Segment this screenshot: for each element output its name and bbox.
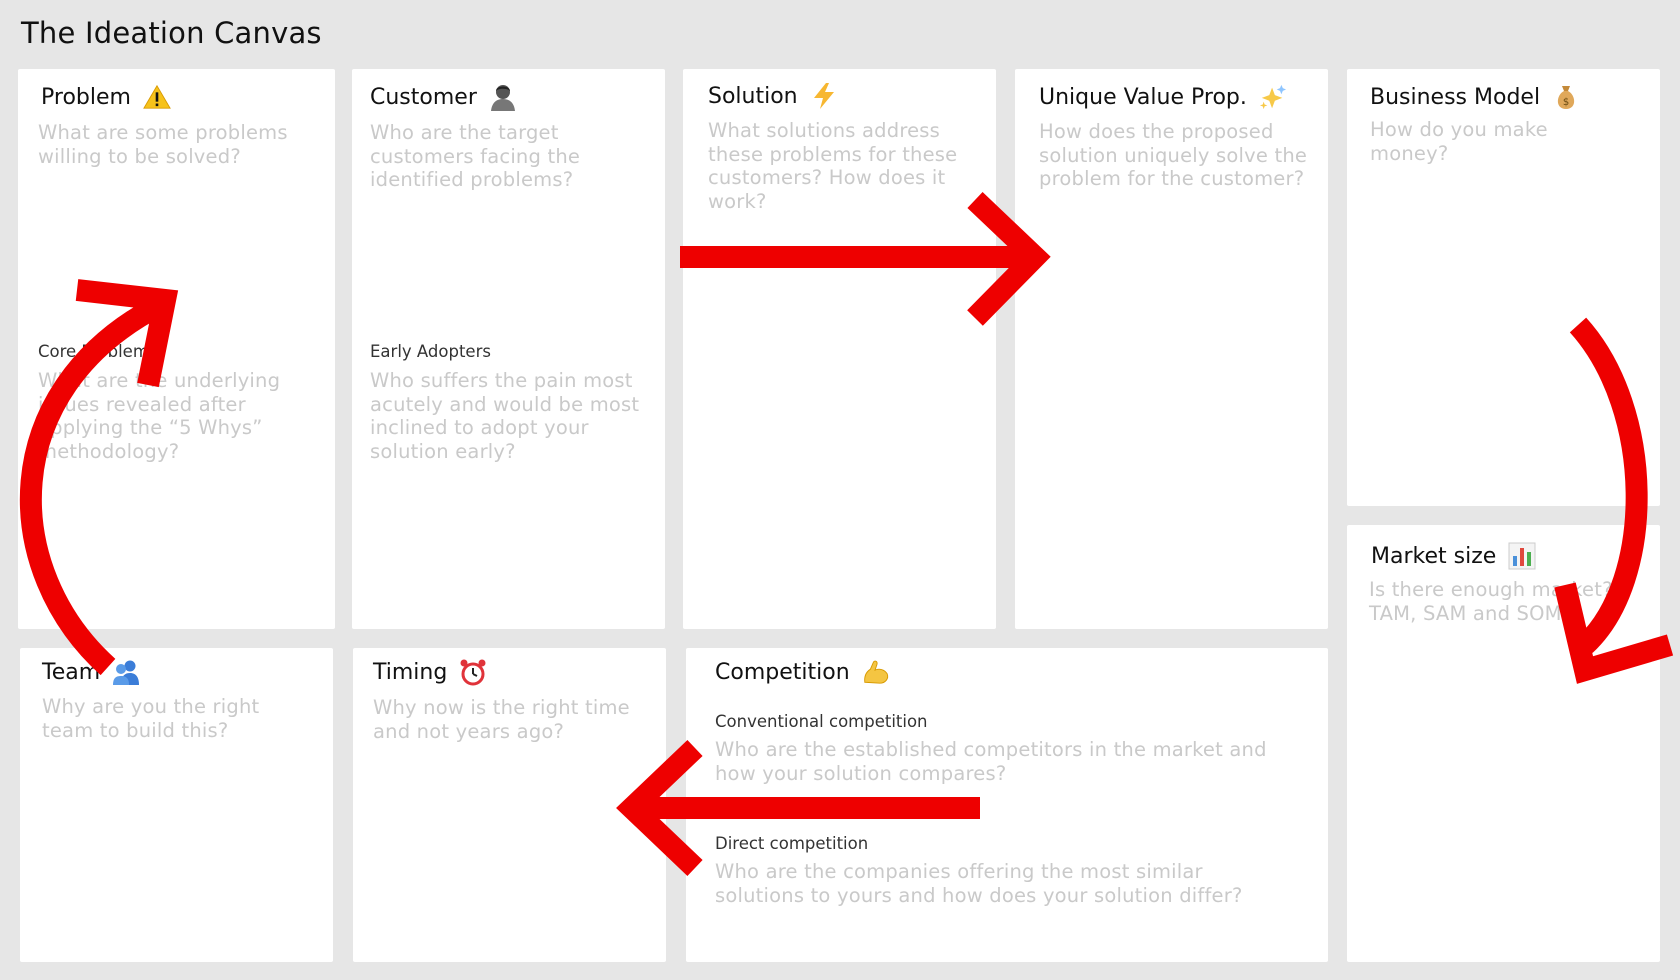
market-size-card[interactable]: Market size Is there enough market? TAM,… <box>1347 525 1660 962</box>
person-icon <box>489 83 517 111</box>
market-size-question: Is there enough market? TAM, SAM and SOM… <box>1369 578 1613 625</box>
bar-chart-icon <box>1508 542 1536 570</box>
team-question: Why are you the right team to build this… <box>42 695 260 742</box>
team-card[interactable]: Team Why are you the right team to build… <box>20 648 333 962</box>
competition-title: Competition <box>715 659 850 685</box>
problem-question: What are some problems willing to be sol… <box>38 121 288 168</box>
people-icon <box>112 658 140 686</box>
uvp-card[interactable]: Unique Value Prop. How does the proposed… <box>1015 69 1328 629</box>
timing-question: Why now is the right time and not years … <box>373 696 630 743</box>
business-model-title: Business Model <box>1370 84 1541 110</box>
problem-title: Problem <box>41 84 131 110</box>
core-problem-question: What are the underlying issues revealed … <box>38 369 281 463</box>
solution-question: What solutions address these problems fo… <box>708 119 958 213</box>
early-adopters-question: Who suffers the pain most acutely and wo… <box>370 369 640 463</box>
svg-text:$: $ <box>1563 97 1569 108</box>
conventional-competition-label: Conventional competition <box>715 712 928 731</box>
conventional-competition-question: Who are the established competitors in t… <box>715 738 1267 785</box>
early-adopters-label: Early Adopters <box>370 342 491 361</box>
uvp-question: How does the proposed solution uniquely … <box>1039 120 1308 190</box>
warning-icon <box>143 83 171 111</box>
alarm-clock-icon <box>459 658 487 686</box>
business-model-card[interactable]: Business Model $ How do you make money? <box>1347 69 1660 506</box>
problem-card[interactable]: Problem What are some problems willing t… <box>18 69 335 629</box>
direct-competition-label: Direct competition <box>715 834 869 853</box>
sparkles-icon <box>1259 83 1287 111</box>
team-title: Team <box>42 659 101 685</box>
uvp-title: Unique Value Prop. <box>1039 84 1247 110</box>
core-problem-label: Core Problem <box>38 342 149 361</box>
customer-title: Customer <box>370 84 477 110</box>
market-size-title: Market size <box>1371 543 1497 569</box>
flexed-biceps-icon <box>862 658 890 686</box>
money-bag-icon: $ <box>1552 83 1580 111</box>
direct-competition-question: Who are the companies offering the most … <box>715 860 1243 907</box>
solution-title: Solution <box>708 83 798 109</box>
page-title: The Ideation Canvas <box>21 16 322 50</box>
customer-question: Who are the target customers facing the … <box>370 121 581 191</box>
lightning-icon <box>810 82 838 110</box>
solution-card[interactable]: Solution What solutions address these pr… <box>683 69 996 629</box>
customer-card[interactable]: Customer Who are the target customers fa… <box>352 69 665 629</box>
business-model-question: How do you make money? <box>1370 118 1548 165</box>
timing-card[interactable]: Timing Why now is the right time and not… <box>353 648 666 962</box>
timing-title: Timing <box>373 659 448 685</box>
competition-card[interactable]: Competition Conventional competition Who… <box>686 648 1328 962</box>
